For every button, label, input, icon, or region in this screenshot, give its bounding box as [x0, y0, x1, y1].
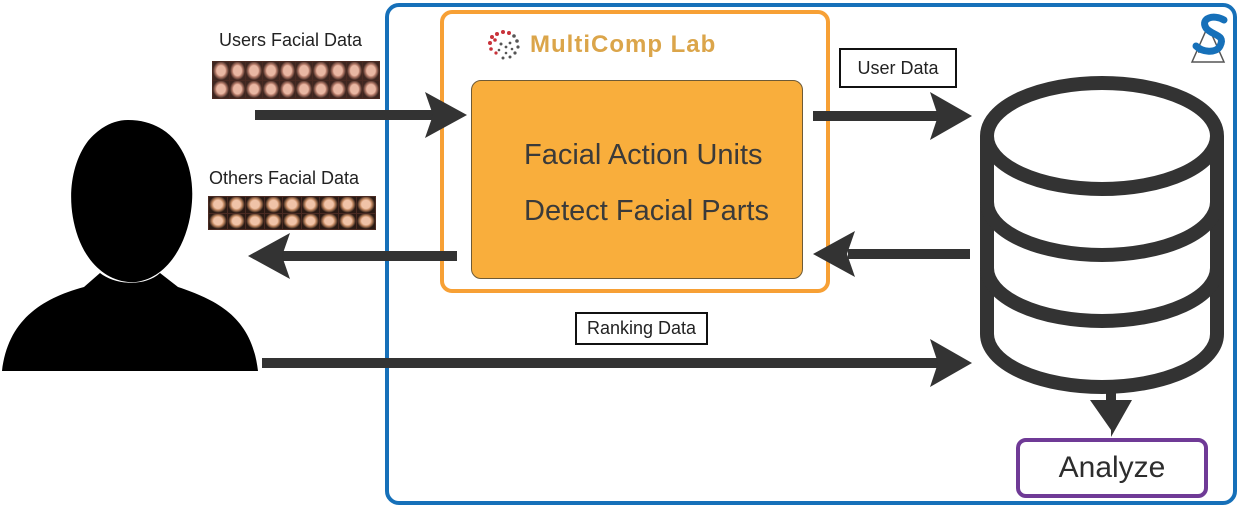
face-thumbnail: [296, 62, 313, 80]
face-thumbnail: [357, 213, 375, 229]
face-thumbnail: [246, 197, 264, 213]
processing-box: [471, 80, 803, 279]
face-thumbnail: [363, 62, 379, 80]
face-thumbnail: [313, 62, 329, 80]
arrow-database-to-lab: [813, 231, 970, 277]
database-cylinder-icon: [980, 76, 1224, 394]
face-thumbnail: [283, 197, 301, 213]
face-thumbnail: [329, 62, 346, 80]
arrow-lab-to-database: [813, 92, 972, 140]
core-line-detect-facial-parts: Detect Facial Parts: [524, 195, 769, 227]
face-thumbnail: [213, 80, 229, 98]
face-thumbnail: [301, 213, 320, 229]
face-thumbnail: [263, 80, 279, 98]
ranking-data-tag: Ranking Data: [575, 312, 708, 345]
user-data-tag: User Data: [839, 48, 957, 88]
users-facial-thumbnails: [212, 61, 380, 99]
others-facial-thumbnails: [208, 196, 376, 230]
lab-frame: [440, 10, 830, 293]
arrow-user-to-database: [262, 339, 972, 387]
face-thumbnail: [209, 197, 227, 213]
face-thumbnail: [246, 80, 263, 98]
face-thumbnail: [313, 80, 329, 98]
face-thumbnail: [357, 197, 375, 213]
face-thumbnail: [338, 197, 357, 213]
face-thumbnail: [346, 62, 363, 80]
face-thumbnail: [279, 80, 296, 98]
face-thumbnail: [229, 62, 246, 80]
face-thumbnail: [227, 197, 246, 213]
face-thumbnail: [229, 80, 246, 98]
face-thumbnail: [264, 213, 283, 229]
face-thumbnail: [338, 213, 357, 229]
face-thumbnail: [320, 213, 338, 229]
arrow-lab-to-user: [248, 233, 457, 279]
face-thumbnail: [320, 197, 338, 213]
face-thumbnail: [283, 213, 301, 229]
lab-name: MultiComp Lab: [530, 31, 717, 58]
s-triangle-logo-icon: [1190, 13, 1228, 63]
face-thumbnail: [279, 62, 296, 80]
face-thumbnail: [301, 197, 320, 213]
multicomp-logo-icon: [488, 30, 520, 60]
arrow-users-to-lab: [255, 92, 467, 138]
users-facial-data-label: Users Facial Data: [219, 30, 363, 50]
face-thumbnail: [346, 80, 363, 98]
face-thumbnail: [296, 80, 313, 98]
arrow-database-to-analyze: [1090, 392, 1132, 437]
face-thumbnail: [264, 197, 283, 213]
core-line-facial-action-units: Facial Action Units: [524, 139, 763, 171]
face-thumbnail: [246, 213, 264, 229]
face-thumbnail: [263, 62, 279, 80]
face-thumbnail: [329, 80, 346, 98]
face-thumbnail: [363, 80, 379, 98]
analyze-box: Analyze: [1016, 438, 1208, 498]
face-thumbnail: [213, 62, 229, 80]
face-thumbnail: [227, 213, 246, 229]
face-thumbnail: [209, 213, 227, 229]
face-thumbnail: [246, 62, 263, 80]
others-facial-data-label: Others Facial Data: [209, 168, 360, 188]
person-silhouette-icon: [2, 120, 258, 371]
